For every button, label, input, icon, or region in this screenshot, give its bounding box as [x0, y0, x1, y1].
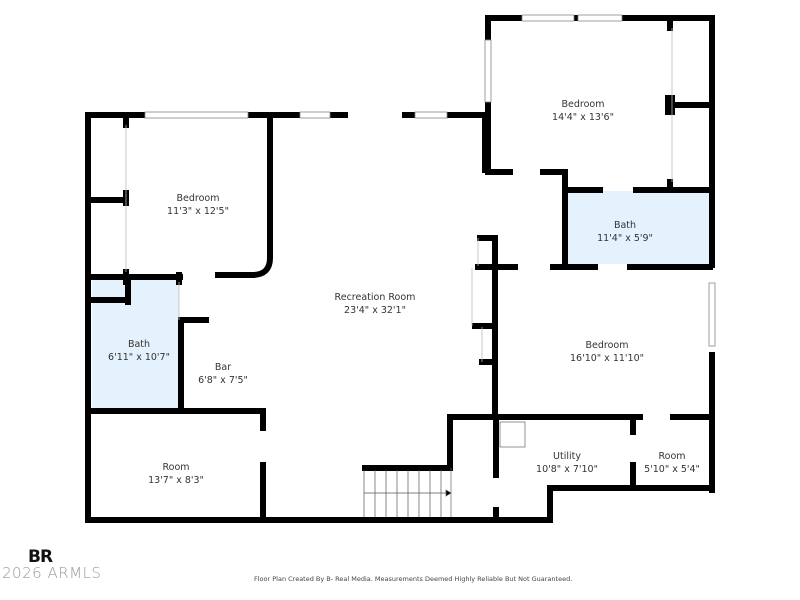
room-dimensions: 6'8" x 7'5": [198, 375, 248, 386]
room-name: Recreation Room: [334, 292, 416, 303]
room-dimensions: 13'7" x 8'3": [148, 475, 204, 486]
room-label-room-sw: Room 13'7" x 8'3": [148, 461, 204, 487]
windows: [144, 14, 716, 347]
br-logo: BR: [28, 547, 53, 567]
room-label-recreation-room: Recreation Room 23'4" x 32'1": [335, 291, 416, 317]
room-name: Room: [162, 462, 190, 473]
room-name: Bath: [613, 220, 637, 231]
room-dimensions: 16'10" x 11'10": [570, 353, 644, 364]
room-dimensions: 5'10" x 5'4": [644, 464, 700, 475]
room-dimensions: 14'4" x 13'6": [552, 112, 614, 123]
room-label-bedroom-ne: Bedroom 14'4" x 13'6": [552, 98, 614, 124]
stairs[interactable]: [363, 470, 452, 517]
room-name: Utility: [553, 451, 581, 462]
room-dimensions: 10'8" x 7'10": [536, 464, 598, 475]
room-name: Bedroom: [585, 340, 629, 351]
room-name: Bar: [214, 362, 232, 373]
room-label-utility: Utility 10'8" x 7'10": [536, 450, 598, 476]
room-label-bath-e: Bath 11'4" x 5'9": [597, 219, 653, 245]
room-label-bath-w: Bath 6'11" x 10'7": [108, 338, 170, 364]
room-label-bedroom-nw: Bedroom 11'3" x 12'5": [167, 192, 229, 218]
footer-disclaimer: Floor Plan Created By B- Real Media. Mea…: [254, 575, 573, 583]
room-dimensions: 11'3" x 12'5": [167, 206, 229, 217]
room-name: Room: [658, 451, 686, 462]
room-name: Bedroom: [561, 99, 605, 110]
bath-e-fill: [567, 191, 709, 264]
walls: [85, 15, 715, 523]
room-label-room-e: Room 5'10" x 5'4": [644, 450, 700, 476]
room-dimensions: 11'4" x 5'9": [597, 233, 653, 244]
room-dimensions: 6'11" x 10'7": [108, 352, 170, 363]
room-name: Bedroom: [176, 193, 220, 204]
room-label-bedroom-e: Bedroom 16'10" x 11'10": [570, 339, 644, 365]
room-label-bar: Bar 6'8" x 7'5": [198, 361, 248, 387]
room-name: Bath: [127, 339, 151, 350]
room-dimensions: 23'4" x 32'1": [344, 305, 406, 316]
copyright-text: 2026 ARMLS: [2, 564, 102, 582]
